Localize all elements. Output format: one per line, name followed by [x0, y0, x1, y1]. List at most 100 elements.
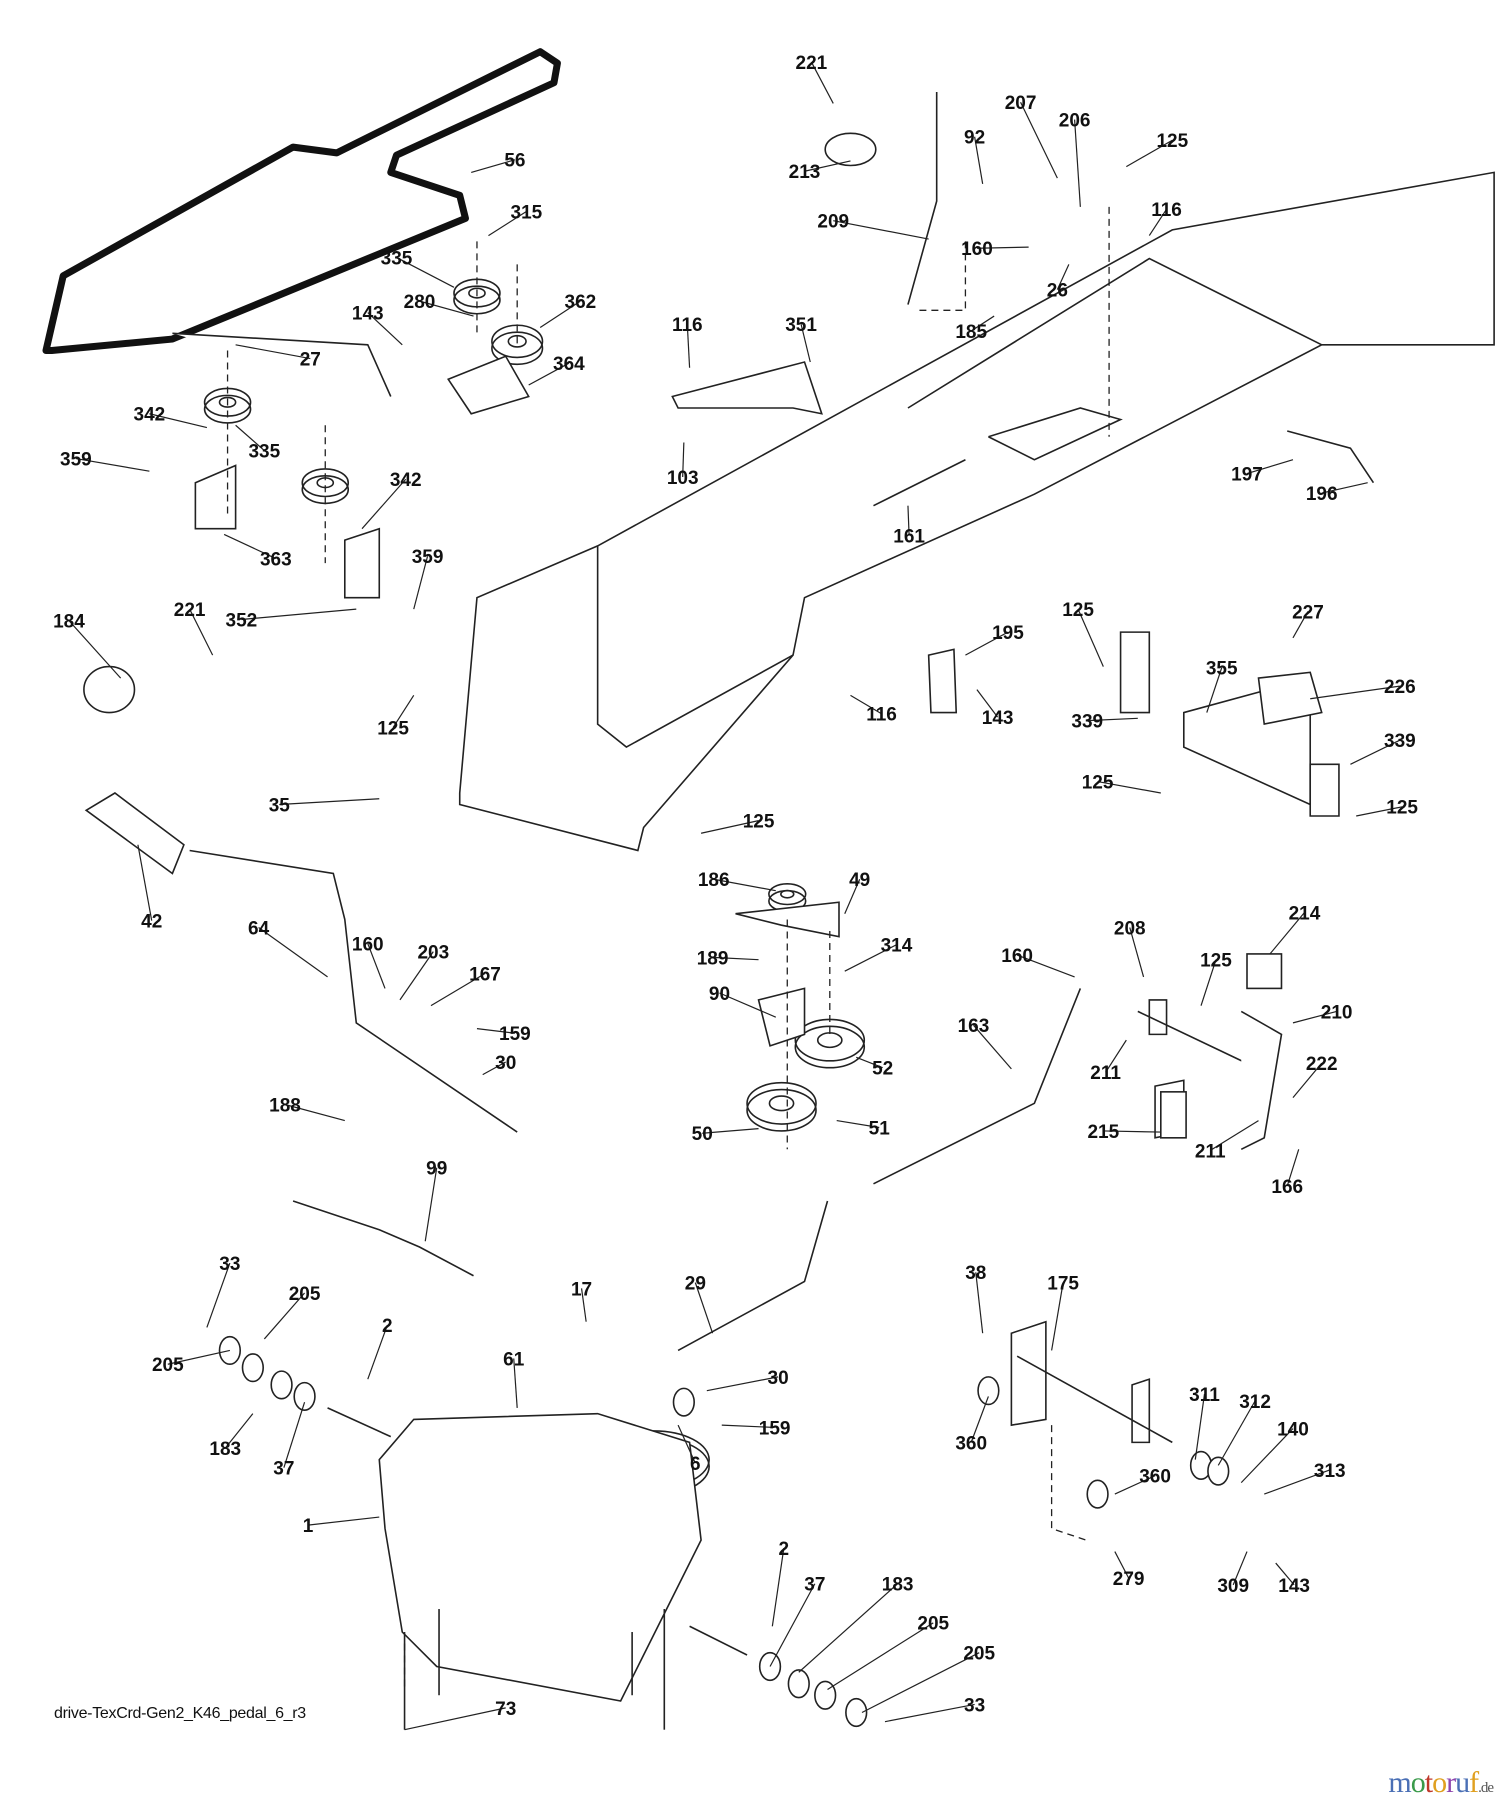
alignment-line [919, 241, 967, 311]
callout-label-30: 30 [495, 1053, 516, 1074]
transaxle [378, 1412, 702, 1702]
knob [824, 132, 877, 167]
callout-leader-line [833, 220, 929, 240]
callout-label-189: 189 [697, 948, 729, 969]
callout-label-166: 166 [1271, 1177, 1303, 1198]
callout-label-125: 125 [1386, 798, 1418, 819]
callout-label-90: 90 [709, 984, 730, 1005]
callout-leader-line [367, 1324, 388, 1380]
callout-label-183: 183 [882, 1575, 914, 1596]
callout-label-205: 205 [963, 1644, 995, 1665]
callout-leader-line [1232, 1551, 1248, 1586]
callout-label-51: 51 [869, 1118, 891, 1139]
callout-leader-line [235, 424, 265, 451]
bracket [927, 648, 958, 714]
callout-label-27: 27 [300, 349, 321, 370]
callout-leader-line [771, 1548, 785, 1627]
callout-label-125: 125 [743, 812, 775, 833]
callout-leader-line [189, 608, 214, 656]
callout-label-203: 203 [417, 943, 449, 964]
rod [1137, 1010, 1259, 1070]
callout-label-50: 50 [692, 1124, 713, 1145]
callout-label-215: 215 [1087, 1122, 1119, 1143]
bracket [671, 361, 823, 415]
callout-label-125: 125 [1156, 131, 1188, 152]
callout-label-116: 116 [866, 705, 897, 726]
callout-label-140: 140 [1277, 1419, 1309, 1440]
callout-leader-line [1350, 739, 1401, 765]
callout-leader-line [1126, 139, 1173, 168]
bracket [1148, 999, 1168, 1036]
callout-leader-line [167, 1349, 230, 1365]
callout-label-196: 196 [1306, 484, 1338, 505]
callout-leader-line [1286, 1149, 1300, 1187]
drive-belt [42, 48, 561, 355]
callout-label-175: 175 [1047, 1274, 1079, 1295]
pedal-pad [1160, 1091, 1187, 1139]
callout-label-342: 342 [134, 405, 166, 426]
idler-pulley-hub [468, 287, 486, 299]
callout-leader-line [1020, 102, 1058, 179]
callout-leader-line [907, 505, 910, 536]
callout-leader-line [844, 878, 861, 914]
callout-leader-line [258, 927, 328, 978]
handle-grip [84, 792, 185, 875]
callout-label-226: 226 [1384, 677, 1416, 698]
callout-leader-line [137, 844, 153, 921]
callout-leader-line [677, 1424, 696, 1464]
callout-leader-line [413, 556, 429, 610]
callout-leader-line [974, 136, 984, 184]
callout-label-159: 159 [499, 1024, 531, 1045]
callout-leader-line [223, 533, 277, 560]
callout-leader-line [721, 1424, 775, 1429]
callout-leader-line [1051, 1282, 1064, 1351]
callout-label-214: 214 [1289, 903, 1321, 924]
callout-label-195: 195 [992, 623, 1024, 644]
callout-leader-line [367, 943, 386, 989]
callout-leader-line [283, 1401, 306, 1468]
diagram-caption: drive-TexCrd-Gen2_K46_pedal_6_r3 [54, 1705, 306, 1722]
watermark-letter: o [1432, 1766, 1447, 1799]
callout-leader-line [1194, 1394, 1206, 1460]
callout-label-143: 143 [352, 304, 384, 325]
callout-leader-line [861, 1652, 980, 1714]
callout-label-17: 17 [571, 1279, 592, 1300]
callout-label-313: 313 [1314, 1461, 1346, 1482]
callout-label-125: 125 [1200, 951, 1232, 972]
spring [873, 459, 966, 507]
callout-label-359: 359 [412, 547, 444, 568]
v-pulley-hub [768, 1095, 795, 1112]
callout-leader-line [798, 1583, 899, 1673]
callout-leader-line [973, 1024, 1012, 1070]
callout-label-37: 37 [804, 1575, 825, 1596]
callout-label-37: 37 [273, 1459, 294, 1480]
callout-leader-line [1292, 1062, 1323, 1098]
rod [1240, 1010, 1283, 1151]
pulley [768, 883, 807, 906]
callout-label-183: 183 [209, 1439, 241, 1460]
callout-leader-line [241, 608, 357, 621]
callout-leader-line [263, 1292, 306, 1340]
bracket [757, 987, 806, 1047]
callout-leaders [68, 61, 1403, 1731]
callout-leader-line [1056, 264, 1070, 290]
callout-label-29: 29 [685, 1274, 706, 1295]
callout-leader-line [694, 1282, 714, 1334]
washer [845, 1697, 868, 1728]
callout-leader-line [488, 210, 527, 237]
callout-leader-line [284, 1103, 345, 1122]
callout-label-30: 30 [768, 1368, 789, 1389]
callout-leader-line [1087, 717, 1138, 722]
callout-label-163: 163 [958, 1016, 990, 1037]
callout-label-205: 205 [152, 1355, 184, 1376]
callout-leader-line [976, 689, 999, 718]
idler-pulley [301, 468, 350, 498]
frame-plate [907, 257, 1323, 409]
callout-leader-line [528, 362, 570, 386]
callout-leader-line [1200, 959, 1217, 1006]
rod [1287, 430, 1375, 484]
callout-leader-line [392, 695, 415, 728]
callout-label-280: 280 [404, 292, 436, 313]
callout-label-186: 186 [698, 870, 730, 891]
